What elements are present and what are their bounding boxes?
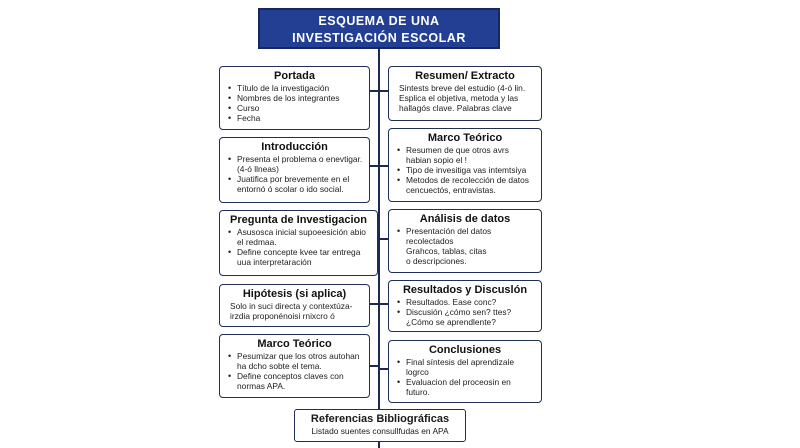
box-conclusiones: Conclusiones Final síntesis del aprendiz…: [388, 340, 542, 403]
list-item: Define conceptos claves con normas APA.: [228, 371, 363, 391]
list-item: Final síntesis del aprendizale logrco: [397, 357, 535, 377]
list-item: Fecha: [228, 113, 363, 123]
connector-left-3: [377, 232, 380, 234]
list-item: Presentación del datos recolectados: [397, 226, 535, 246]
connector-left-5: [369, 365, 378, 367]
box-marco-teorico-right: Marco Teórico Resumen de que otros avrs …: [388, 128, 542, 202]
list-item: Evaluacion del proceosin en futuro.: [397, 377, 535, 397]
box-marco-teorico-left: Marco Teórico Pesumizar que los otros au…: [219, 334, 370, 398]
title-line-1: ESQUEMA DE UNA: [318, 14, 440, 28]
connector-left-4: [369, 303, 378, 305]
box-referencias: Referencias Bibliográficas Listado suent…: [294, 409, 466, 442]
title-line-2: INVESTIGACIÓN ESCOLAR: [292, 31, 466, 45]
list-item: Pesumizar que los otros autohan ha dcho …: [228, 351, 363, 371]
list-item: Presenta el problema o enevtigar. (4-ó l…: [228, 154, 363, 174]
text-line: irzdia proponénoisi rnixcro ó: [230, 311, 335, 321]
connector-left-1: [369, 90, 378, 92]
text-line: o descripciones.: [406, 256, 467, 266]
box-heading: Pregunta de Investigacion: [230, 214, 367, 226]
text-line: Sintests breve del estudio (4-ó lin.: [399, 83, 526, 93]
list-item: Título de la investigación: [228, 83, 363, 93]
text-line: Listado suentes consullfudas en APA: [311, 426, 449, 436]
box-heading: Hipótesis (si aplica): [242, 288, 347, 300]
connector-right-3: [380, 238, 388, 240]
connector-left-2: [369, 165, 378, 167]
box-resultados: Resultados y Discuslón Resultados. Ease …: [388, 280, 542, 332]
bottom-stub: [378, 442, 380, 448]
list-item: Asusosca inicial supoeesición abio el re…: [228, 227, 371, 247]
diagram-title: ESQUEMA DE UNA INVESTIGACIÓN ESCOLAR: [258, 8, 500, 49]
box-heading: Conclusiones: [428, 344, 502, 356]
center-spine: [378, 49, 380, 409]
box-resumen: Resumen/ Extracto Sintests breve del est…: [388, 66, 542, 121]
connector-right-5: [380, 368, 388, 370]
box-heading: Resumen/ Extracto: [415, 70, 515, 82]
text-line: Esplica el objetiva, metoda y las: [399, 93, 519, 103]
box-heading: Marco Teórico: [427, 132, 503, 144]
text-line: Grahcos, tablas, citas: [406, 246, 487, 256]
box-heading: Análisis de datos: [419, 213, 511, 225]
text-line: ¿Cómo se aprendlente?: [406, 317, 496, 327]
list-item: Resultados. Ease conc?: [397, 297, 535, 307]
list-item: Discusión ¿cómo sen? ttes?: [397, 307, 535, 317]
box-introduccion: Introducción Presenta el problema o enev…: [219, 137, 370, 203]
connector-right-2: [380, 165, 388, 167]
box-analisis: Análisis de datos Presentación del datos…: [388, 209, 542, 273]
box-heading: Introducción: [261, 141, 328, 153]
connector-right-1: [380, 90, 388, 92]
box-hipotesis: Hipótesis (si aplica) Solo in suci direc…: [219, 284, 370, 327]
list-item: Define concepte kvee tar entrega uua int…: [228, 247, 371, 267]
box-heading: Marco Teórico: [257, 338, 332, 350]
list-item: Curso: [228, 103, 363, 113]
box-pregunta: Pregunta de Investigacion Asusosca inici…: [219, 210, 378, 276]
text-line: hallagós clave. Palabras clave: [399, 103, 512, 113]
list-item: Juatifica por brevemente en el entornó ó…: [228, 174, 363, 194]
list-item: Metodos de recolección de datos cencuect…: [397, 175, 535, 195]
list-item: Tipo de invesitiga vas intemtsiya: [397, 165, 535, 175]
list-item: Nombres de los integrantes: [228, 93, 363, 103]
box-heading: Portada: [274, 70, 315, 82]
list-item: Resumen de que otros avrs habian sopio e…: [397, 145, 535, 165]
box-portada: Portada Título de la investigación Nombr…: [219, 66, 370, 130]
connector-right-4: [380, 303, 388, 305]
box-heading: Resultados y Discuslón: [402, 284, 528, 296]
box-heading: Referencias Bibliográficas: [310, 413, 450, 425]
text-line: Solo in suci directa y contextúza-: [230, 301, 353, 311]
